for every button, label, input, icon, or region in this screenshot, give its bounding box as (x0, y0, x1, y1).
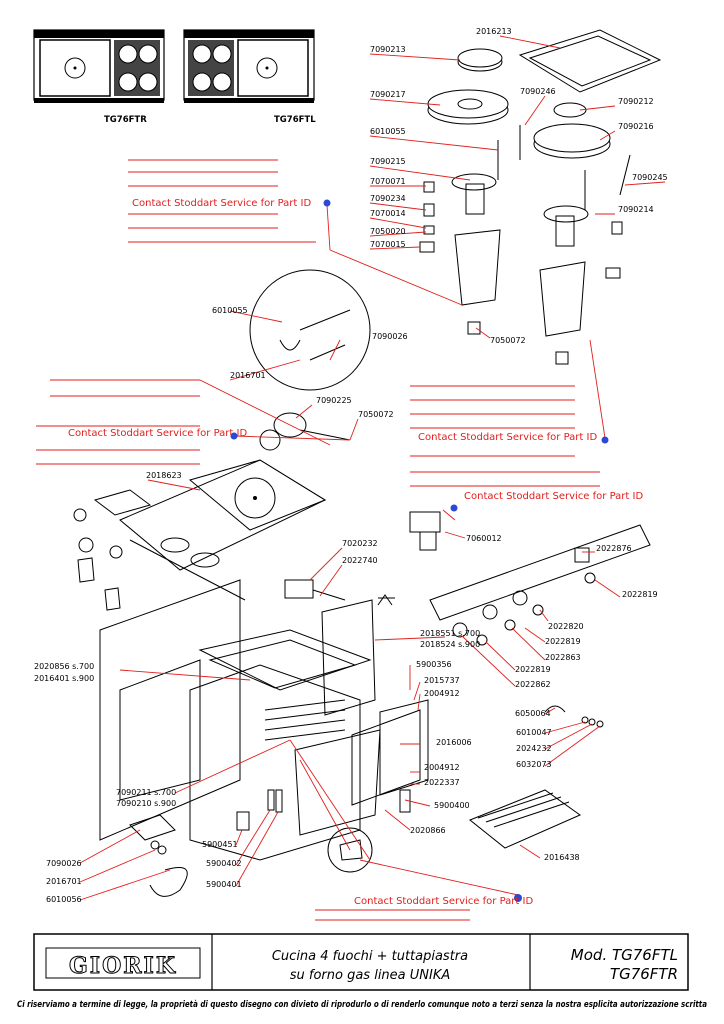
part-number: 7090217 (370, 90, 406, 99)
contact-marker-dot (230, 432, 238, 440)
part-number: 2016213 (476, 27, 512, 36)
part-number: 2022862 (515, 680, 551, 689)
part-number: 2016701 (46, 877, 82, 886)
part-number: 7090245 (632, 173, 668, 182)
part-number: 2022740 (342, 556, 378, 565)
pan-support-drawing (518, 29, 662, 93)
model-label-left: TG76FTR (104, 115, 147, 125)
part-number: 5900400 (434, 801, 470, 810)
part-number-labels: 2016213 7090213 7090217 7090246 7090212 … (34, 27, 668, 904)
part-number: 2016006 (436, 738, 472, 747)
part-number: 6010056 (46, 895, 82, 904)
control-panel-drawing (429, 524, 651, 621)
contact-note: Contact Stoddart Service for Part ID (354, 896, 533, 907)
part-number: 6010047 (516, 728, 552, 737)
part-number: 2020856 s.700 (34, 662, 94, 671)
contact-marker-dot (601, 436, 609, 444)
part-number: 7090211 s.700 (116, 788, 176, 797)
part-number: 7090214 (618, 205, 654, 214)
drawing-description-line2: su forno gas linea UNIKA (290, 968, 451, 983)
part-number: 2004912 (424, 763, 460, 772)
contact-note: Contact Stoddart Service for Part ID (418, 432, 597, 443)
part-number: 6010055 (370, 127, 406, 136)
part-number: 7090234 (370, 194, 406, 203)
part-number: 7050020 (370, 227, 406, 236)
title-block: GIORIK Cucina 4 fuochi + tuttapiastra su… (33, 933, 689, 991)
contact-note: Contact Stoddart Service for Part ID (464, 491, 643, 502)
part-number: 2024232 (516, 744, 552, 753)
oven-door-drawing (294, 729, 381, 836)
part-number: 7090225 (316, 396, 352, 405)
part-number: 2022819 (622, 590, 658, 599)
contact-marker-dot (450, 504, 458, 512)
part-number: 7050072 (490, 336, 526, 345)
part-number: 5900402 (206, 859, 242, 868)
part-number: 2022337 (424, 778, 460, 787)
leader-lines (79, 35, 666, 901)
model-label-right: TG76FTL (274, 115, 316, 125)
part-number: 2015737 (424, 676, 460, 685)
part-number: 6050064 (515, 709, 551, 718)
part-number: 7070071 (370, 177, 406, 186)
oven-shelf-drawing (469, 789, 582, 849)
model-number-line2: TG76FTR (610, 965, 678, 983)
part-number: 2016701 (230, 371, 266, 380)
redacted-label-lines (36, 159, 600, 921)
part-number: 2022819 (545, 637, 581, 646)
model-thumbnail-right: TG76FTL (183, 29, 316, 125)
contact-marker-dot (323, 199, 331, 207)
part-number: 7090246 (520, 87, 556, 96)
part-number: 7070014 (370, 209, 406, 218)
part-number: 2018551 s.700 (420, 629, 480, 638)
part-number: 7090215 (370, 157, 406, 166)
part-number: 7090216 (618, 122, 654, 131)
part-number: 2020866 (410, 826, 446, 835)
part-number: 7090212 (618, 97, 654, 106)
part-number: 7090026 (46, 859, 82, 868)
part-number: 2022820 (548, 622, 584, 631)
part-number: 6010055 (212, 306, 248, 315)
part-number: 5900356 (416, 660, 452, 669)
part-number: 5900451 (202, 840, 238, 849)
part-number: 2022876 (596, 544, 632, 553)
contact-marker-dot (514, 894, 522, 902)
part-drawings (73, 29, 662, 897)
part-number: 6032073 (516, 760, 552, 769)
model-thumbnail-left: TG76FTR (33, 29, 165, 125)
part-number: 2016438 (544, 853, 580, 862)
drawing-description-line1: Cucina 4 fuochi + tuttapiastra (272, 949, 468, 964)
part-number: 2022863 (545, 653, 581, 662)
part-number: 7090213 (370, 45, 406, 54)
oven-body-drawing (189, 664, 361, 861)
part-number: 2016401 s.900 (34, 674, 94, 683)
model-number-line1: Mod. TG76FTL (571, 946, 678, 964)
part-number: 5900401 (206, 880, 242, 889)
brand-logo: GIORIK (69, 953, 177, 979)
part-number: 2022819 (515, 665, 551, 674)
part-number: 2018524 s.900 (420, 640, 480, 649)
part-number: 2018623 (146, 471, 182, 480)
part-number: 7060012 (466, 534, 502, 543)
contact-note: Contact Stoddart Service for Part ID (68, 428, 247, 439)
oven-side-left (99, 579, 241, 841)
part-number: 7050072 (358, 410, 394, 419)
part-number: 7090026 (372, 332, 408, 341)
contact-note: Contact Stoddart Service for Part ID (132, 198, 311, 209)
part-number: 7020232 (342, 539, 378, 548)
copyright-footer: Ci riserviamo a termine di legge, la pro… (17, 1000, 707, 1010)
part-number: 7090210 s.900 (116, 799, 176, 808)
part-number: 7070015 (370, 240, 406, 249)
part-number: 2004912 (424, 689, 460, 698)
contact-markers (230, 199, 609, 902)
